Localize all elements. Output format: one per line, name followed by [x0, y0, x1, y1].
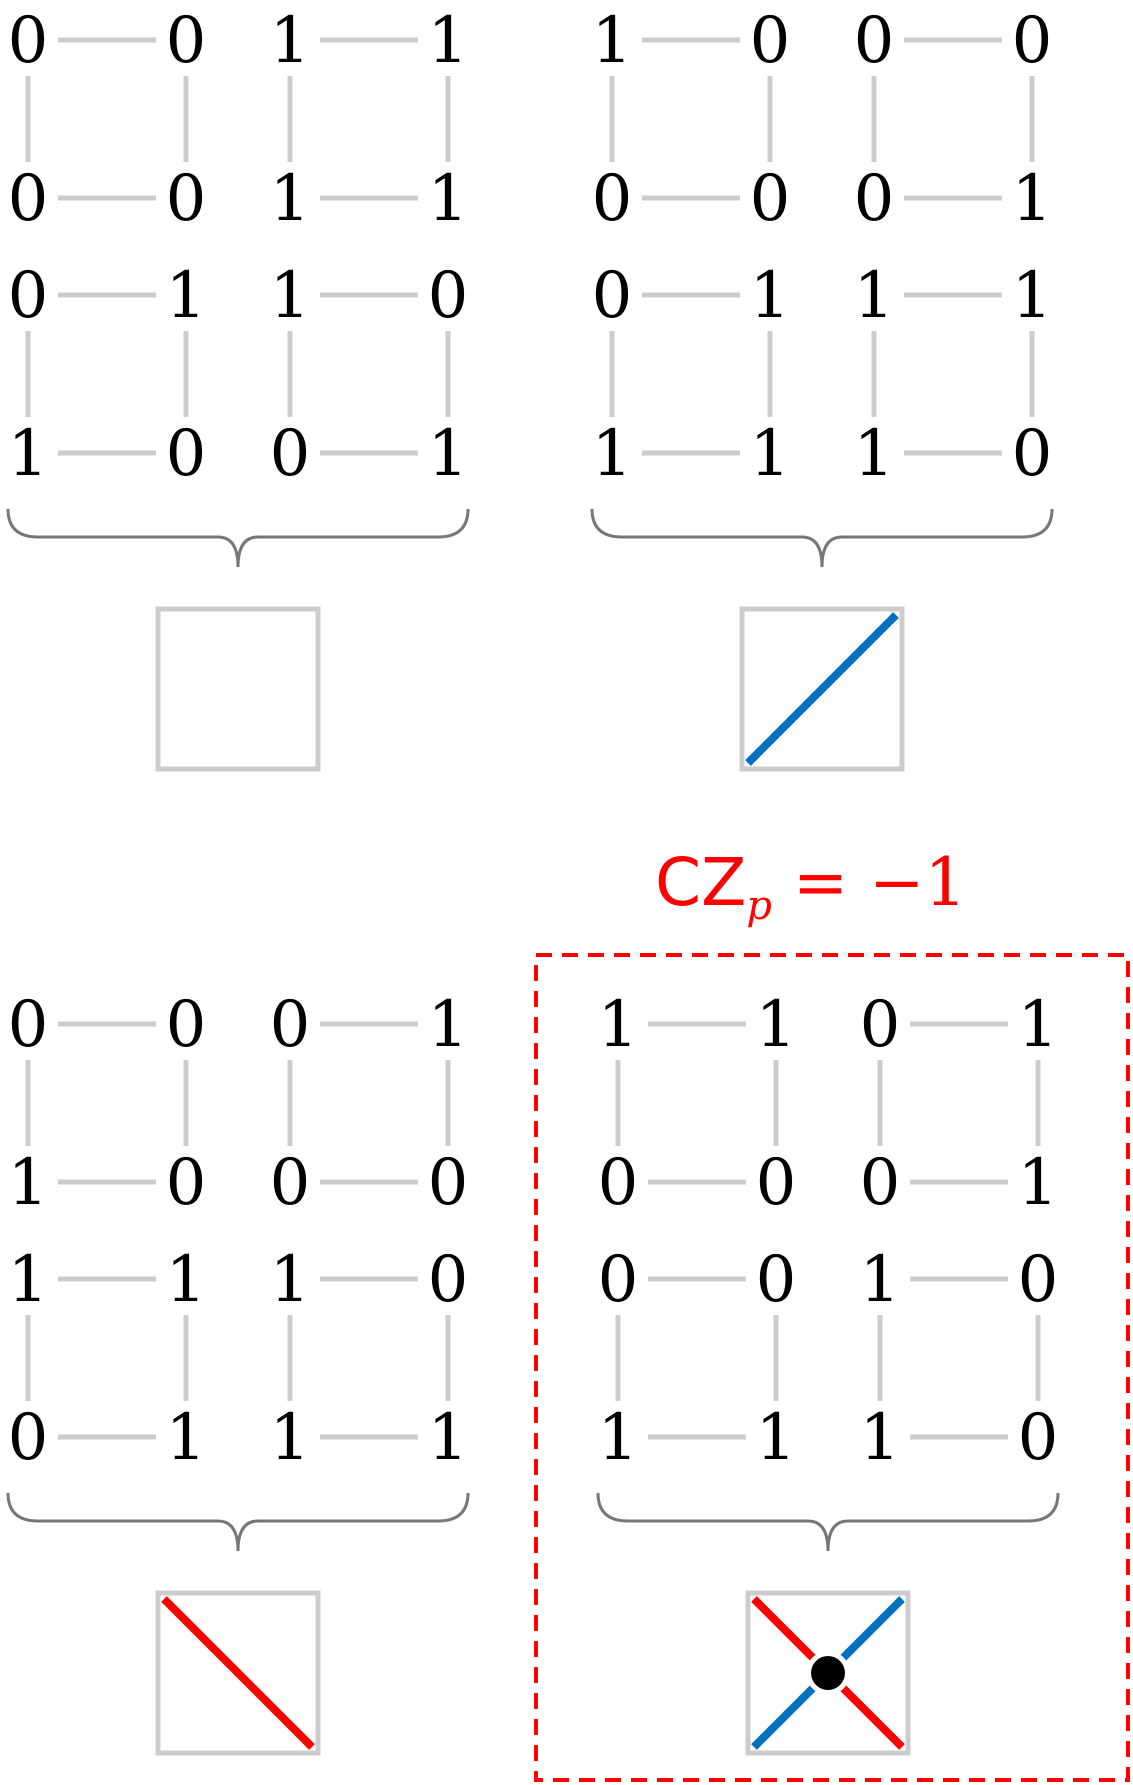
spin-value: 1	[270, 259, 311, 333]
spin-value: 1	[8, 1243, 49, 1317]
spin-value: 1	[428, 1401, 469, 1475]
spin-value: 0	[166, 417, 207, 491]
spin-value: 1	[428, 4, 469, 78]
spin-value: 0	[750, 162, 791, 236]
symbol-box	[739, 606, 905, 772]
spin-value: 1	[1018, 1146, 1059, 1220]
spin-value: 1	[756, 988, 797, 1062]
spin-value: 0	[270, 988, 311, 1062]
spin-value: 1	[166, 259, 207, 333]
spin-value: 0	[270, 1146, 311, 1220]
spin-value: 1	[166, 1401, 207, 1475]
plaquette-grid: 0 1 0 0 1 0 1 1	[270, 988, 469, 1475]
underbrace	[6, 508, 470, 568]
plaquette-grid: 0 1 0 1 1 0 1 0	[860, 988, 1059, 1475]
spin-value: 1	[592, 4, 633, 78]
spin-value: 0	[756, 1146, 797, 1220]
spin-value: 0	[428, 1146, 469, 1220]
spin-value: 1	[428, 988, 469, 1062]
spin-value: 1	[860, 1243, 901, 1317]
spin-value: 0	[860, 1146, 901, 1220]
red-line	[161, 1596, 315, 1750]
spin-value: 1	[860, 1401, 901, 1475]
spin-value: 1	[750, 259, 791, 333]
spin-value: 1	[854, 417, 895, 491]
spin-value: 1	[8, 1146, 49, 1220]
spin-value: 0	[860, 988, 901, 1062]
spin-value: 0	[8, 4, 49, 78]
spin-value: 1	[750, 417, 791, 491]
spin-value: 0	[1012, 417, 1053, 491]
spin-value: 0	[1012, 4, 1053, 78]
symbol-box	[745, 1590, 911, 1756]
spin-value: 0	[8, 988, 49, 1062]
blue-line	[745, 612, 899, 766]
spin-value: 0	[428, 259, 469, 333]
spin-value: 0	[854, 4, 895, 78]
spin-value: 1	[1012, 259, 1053, 333]
spin-value: 0	[428, 1243, 469, 1317]
spin-value: 0	[8, 1401, 49, 1475]
spin-value: 1	[270, 4, 311, 78]
plaquette-grid: 0 0 0 0 0 1 1 0	[8, 4, 207, 491]
spin-value: 0	[592, 162, 633, 236]
spin-value: 0	[1018, 1243, 1059, 1317]
spin-value: 1	[598, 1401, 639, 1475]
crossing-dot	[811, 1656, 845, 1690]
spin-value: 0	[8, 259, 49, 333]
spin-value: 1	[1012, 162, 1053, 236]
plaquette-grid: 1 1 0 0 0 0 1 1	[598, 988, 797, 1475]
plaquette-grid: 0 0 0 1 1 1 1 0	[854, 4, 1053, 491]
spin-value: 1	[270, 1243, 311, 1317]
spin-value: 1	[166, 1243, 207, 1317]
spin-value: 0	[166, 4, 207, 78]
spin-value: 0	[166, 162, 207, 236]
spin-value: 1	[854, 259, 895, 333]
spin-value: 1	[598, 988, 639, 1062]
cz-label-subscript: p	[746, 883, 772, 929]
spin-value: 1	[270, 162, 311, 236]
plaquette-grid: 0 0 1 0 1 1 0 1	[8, 988, 207, 1475]
spin-value: 1	[756, 1401, 797, 1475]
spin-value: 1	[1018, 988, 1059, 1062]
cz-label-value: = −1	[772, 844, 967, 921]
cz-label-main: CZ	[655, 844, 746, 921]
spin-value: 0	[592, 259, 633, 333]
spin-value: 0	[598, 1146, 639, 1220]
spin-value: 0	[854, 162, 895, 236]
symbol-box	[155, 1590, 321, 1756]
spin-value: 0	[166, 1146, 207, 1220]
underbrace	[596, 1492, 1060, 1552]
highlight-dashed-box	[534, 953, 1130, 1782]
spin-value: 0	[1018, 1401, 1059, 1475]
cz-label: CZp = −1	[655, 844, 966, 929]
spin-value: 0	[270, 417, 311, 491]
plaquette-grid: 1 0 0 0 0 1 1 1	[592, 4, 791, 491]
spin-value: 1	[8, 417, 49, 491]
spin-value: 0	[598, 1243, 639, 1317]
spin-value: 0	[166, 988, 207, 1062]
spin-value: 0	[756, 1243, 797, 1317]
underbrace	[590, 508, 1054, 568]
spin-value: 1	[428, 162, 469, 236]
underbrace	[6, 1492, 470, 1552]
symbol-box	[155, 606, 321, 772]
spin-value: 0	[8, 162, 49, 236]
spin-value: 0	[750, 4, 791, 78]
plaquette-grid: 1 1 1 1 1 0 0 1	[270, 4, 469, 491]
spin-value: 1	[270, 1401, 311, 1475]
spin-value: 1	[592, 417, 633, 491]
spin-value: 1	[428, 417, 469, 491]
